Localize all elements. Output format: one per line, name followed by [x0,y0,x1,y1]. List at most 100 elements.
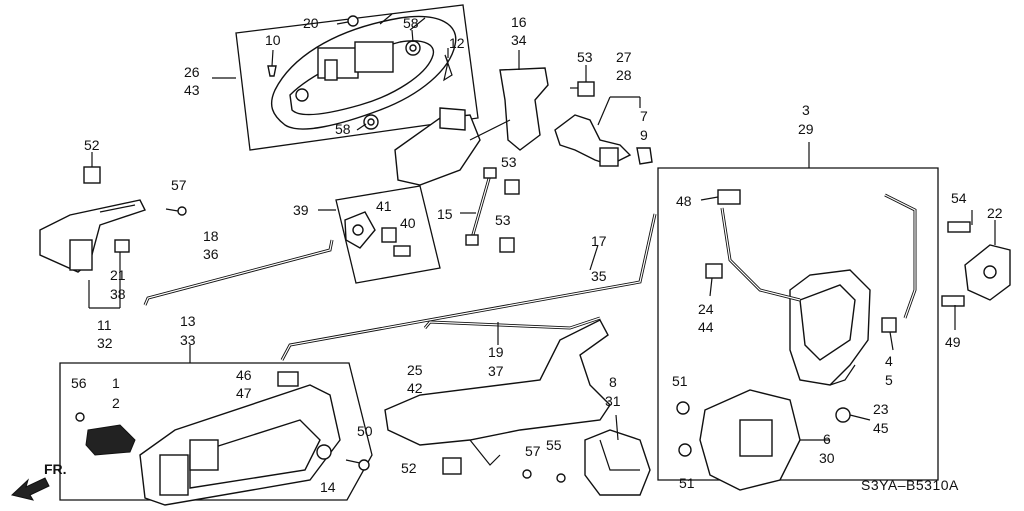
label-53a: 53 [577,49,593,65]
bracket-8 [584,429,651,496]
bolt-20 [347,15,359,27]
label-2: 2 [112,395,120,411]
label-29: 29 [798,121,814,137]
actuator-1-2 [85,424,136,456]
door-latch [789,269,871,386]
label-23: 23 [873,401,889,417]
label-50: 50 [357,423,373,439]
key-9 [636,147,653,165]
label-20: 20 [303,15,319,31]
label-55: 55 [546,437,562,453]
label-51a: 51 [672,373,688,389]
label-40: 40 [400,215,416,231]
label-14: 14 [320,479,336,495]
label-53c: 53 [495,212,511,228]
clip-52-bottom [442,457,462,475]
rod-15 [465,167,497,246]
label-17: 17 [591,233,607,249]
label-31: 31 [605,393,621,409]
leader-lines [88,21,996,441]
lock-switch-group-box [335,185,441,284]
label-45: 45 [873,420,889,436]
label-58b: 58 [335,121,351,137]
label-19: 19 [488,344,504,360]
cap-14 [316,444,332,460]
front-direction-arrow: FR. [10,461,67,501]
inner-door-handle [139,384,341,506]
lock-switch [344,211,411,257]
handle-bracket [394,67,549,186]
clip-4-5 [881,317,897,333]
label-36: 36 [203,246,219,262]
rod-19 [423,316,601,330]
label-25: 25 [407,362,423,378]
grommet-48 [717,189,741,205]
label-6: 6 [823,431,831,447]
label-11: 11 [97,317,112,333]
lock-rod-latch [720,193,917,319]
label-32: 32 [97,335,113,351]
clip-24 [705,263,723,279]
label-37: 37 [488,363,504,379]
label-13: 13 [180,313,196,329]
label-42: 42 [407,380,423,396]
label-33: 33 [180,332,196,348]
screw-56 [75,412,85,422]
outer-handle-group-box [235,4,479,151]
label-15: 15 [437,206,453,222]
bolt-51-bottom [678,443,692,457]
label-57b: 57 [525,443,541,459]
part-number-labels: 26 43 10 20 58 12 58 16 34 53 27 28 7 9 … [71,14,1003,495]
label-16: 16 [511,14,527,30]
screw-55 [556,473,566,483]
screw-54 [947,221,971,233]
label-12: 12 [449,35,465,51]
key-cylinder [554,114,632,167]
label-53b: 53 [501,154,517,170]
spring-12 [443,54,453,82]
inner-handle-base [384,319,611,466]
label-44: 44 [698,319,714,335]
label-18: 18 [203,228,219,244]
clip-10 [267,65,277,77]
label-52a: 52 [84,137,100,153]
label-26: 26 [184,64,200,80]
label-5: 5 [885,372,893,388]
striker-22 [964,244,1011,301]
bolt-53-top [570,81,595,97]
label-39: 39 [293,202,309,218]
label-27: 27 [616,49,632,65]
actuator-6 [699,389,801,491]
cap-58-top [405,40,421,56]
label-54: 54 [951,190,967,206]
label-34: 34 [511,32,527,48]
label-24: 24 [698,301,714,317]
label-48: 48 [676,193,692,209]
rod-17 [280,213,657,361]
label-35: 35 [591,268,607,284]
bolt-53-mid [504,179,520,195]
screw-57-left [165,206,187,216]
label-47: 47 [236,385,252,401]
screw-57-bottom [522,469,532,479]
label-52b: 52 [401,460,417,476]
diagram-code: S3YA–B5310A [861,477,959,493]
label-46: 46 [236,367,252,383]
clip-21 [114,239,130,253]
label-10: 10 [265,32,281,48]
cap-58-bottom [363,114,379,130]
label-57a: 57 [171,177,187,193]
label-49: 49 [945,334,961,350]
label-1: 1 [112,375,120,391]
front-label: FR. [44,461,67,477]
latch-group-box [657,167,939,481]
label-28: 28 [616,67,632,83]
label-21: 21 [110,267,126,283]
label-56: 56 [71,375,87,391]
label-43: 43 [184,82,200,98]
label-30: 30 [819,450,835,466]
inner-handle-group-box [59,362,373,501]
label-58a: 58 [403,15,419,31]
